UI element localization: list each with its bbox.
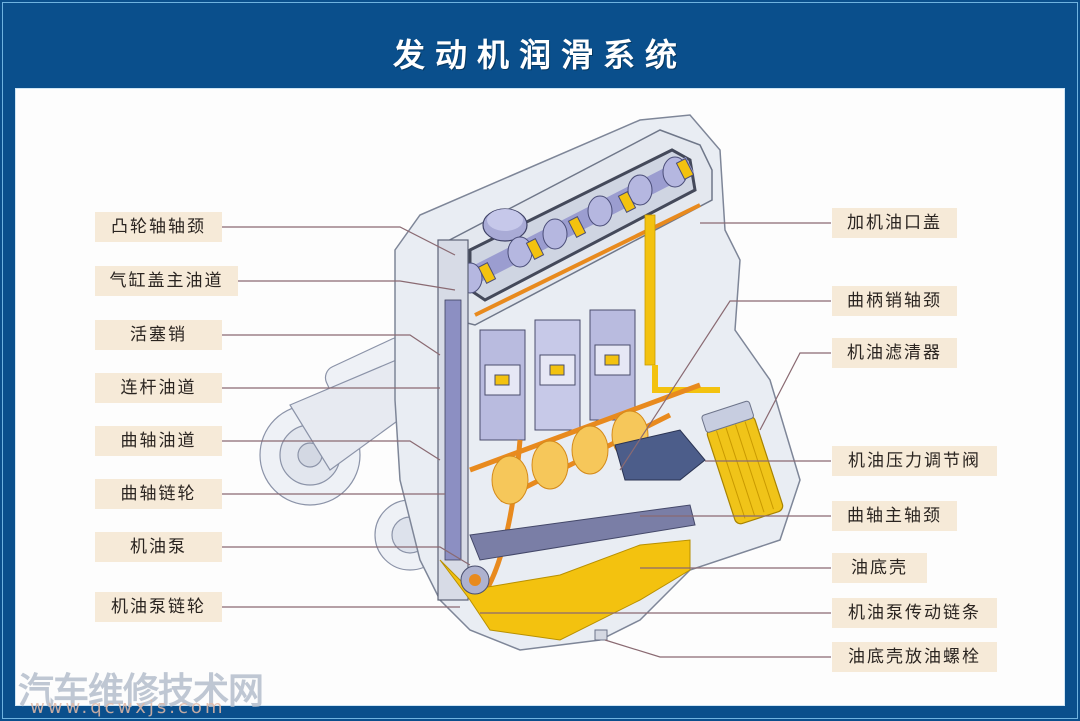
label-crankpin-journal: 曲柄销轴颈 [832, 286, 957, 316]
label-oil-pressure-regulating-valve: 机油压力调节阀 [832, 446, 997, 476]
label-crankshaft-main-journal: 曲轴主轴颈 [832, 501, 957, 531]
camshaft [450, 156, 695, 294]
head-oil-gallery [474, 203, 701, 317]
label-oil-pump-drive-chain: 机油泵传动链条 [832, 598, 997, 628]
label-crankshaft-sprocket: 曲轴链轮 [95, 479, 222, 509]
watermark-url: www.qcwxjs.com [30, 697, 226, 718]
label-piston-pin: 活塞销 [95, 320, 222, 350]
label-connecting-rod-oil-passage: 连杆油道 [95, 373, 222, 403]
oil-pan-shape [439, 539, 691, 641]
label-oil-pan: 油底壳 [832, 553, 927, 583]
label-camshaft-journal: 凸轮轴轴颈 [95, 212, 222, 242]
label-oil-filler-cap: 加机油口盖 [832, 208, 957, 238]
label-oil-pump: 机油泵 [95, 532, 222, 562]
page-title: 发动机润滑系统 [392, 36, 687, 74]
cylinders [479, 309, 636, 441]
oil-riser [644, 214, 656, 366]
label-oil-pump-sprocket: 机油泵链轮 [95, 592, 222, 622]
drain-plug-shape [594, 629, 608, 641]
watermark-text: 汽车维修技术网 [18, 671, 264, 712]
label-cylinder-head-main-oil-gallery: 气缸盖主油道 [95, 266, 238, 296]
label-oil-pan-drain-plug: 油底壳放油螺栓 [832, 642, 997, 672]
oil-filter-shape [701, 400, 784, 525]
label-crankshaft-oil-passage: 曲轴油道 [95, 426, 222, 456]
label-oil-filter: 机油滤清器 [832, 338, 957, 368]
